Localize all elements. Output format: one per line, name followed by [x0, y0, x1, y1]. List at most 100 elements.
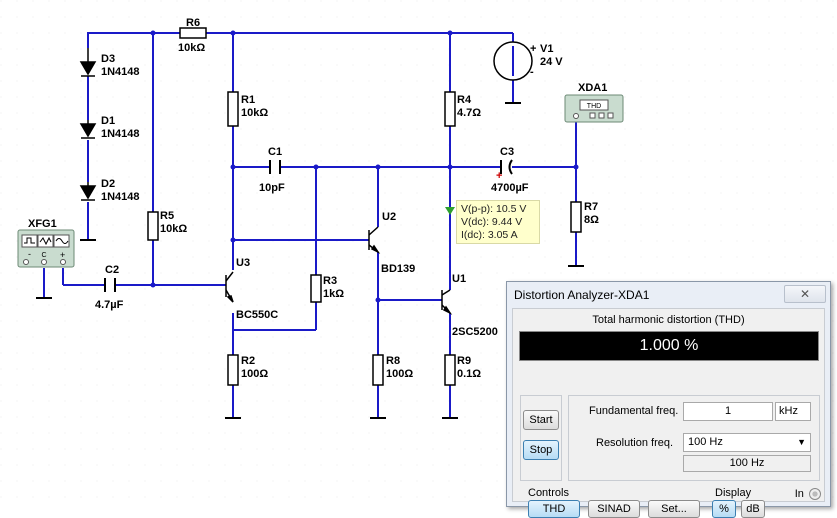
input-indicator-label: In: [794, 487, 804, 500]
c3-value: 4700µF: [491, 182, 529, 194]
resistor-bodies: [147, 27, 582, 386]
resolution-freq-readout: 100 Hz: [683, 455, 811, 472]
r3-value: 1kΩ: [323, 288, 344, 300]
d1-ref: D1: [101, 115, 115, 127]
v1-ref: V1: [540, 43, 553, 55]
d3-ref: D3: [101, 53, 115, 65]
u3-value: BC550C: [236, 309, 278, 321]
distortion-analyzer-instrument[interactable]: [564, 94, 624, 123]
c2-ref: C2: [105, 264, 119, 276]
r7-body: [570, 201, 582, 233]
sinad-button[interactable]: SINAD: [588, 500, 640, 518]
c3-ref: C3: [500, 146, 514, 158]
r1-ref: R1: [241, 94, 255, 106]
start-button[interactable]: Start: [523, 410, 559, 430]
c1-ref: C1: [268, 146, 282, 158]
fundamental-freq-unit[interactable]: kHz: [775, 402, 811, 421]
voltage-source-symbol: [493, 41, 533, 81]
distortion-analyzer-window: Distortion Analyzer-XDA1 ✕ Total harmoni…: [506, 281, 831, 518]
xfg1-plus-terminal: +: [60, 250, 65, 260]
u2-ref: U2: [382, 211, 396, 223]
capacitor-symbols: [104, 159, 513, 292]
thd-display: 1.000 %: [519, 331, 819, 361]
c3-plus: +: [496, 170, 502, 182]
input-indicator: In: [795, 488, 821, 500]
xda1-ref: XDA1: [578, 82, 607, 94]
diode-symbols: [79, 48, 97, 201]
r6-value: 10kΩ: [178, 42, 205, 54]
r5-value: 10kΩ: [160, 223, 187, 235]
r9-body: [444, 354, 456, 386]
probe-vpp: V(p-p): 10.5 V: [461, 203, 527, 215]
v1-value: 24 V: [540, 56, 563, 68]
u1-ref: U1: [452, 273, 466, 285]
thd-heading: Total harmonic distortion (THD): [592, 314, 745, 326]
set-button[interactable]: Set...: [648, 500, 700, 518]
function-generator-instrument[interactable]: [17, 229, 75, 268]
run-controls-group: [520, 395, 562, 481]
r5-ref: R5: [160, 210, 174, 222]
r2-value: 100Ω: [241, 368, 268, 380]
r9-value: 0.1Ω: [457, 368, 481, 380]
xfg1-ref: XFG1: [28, 218, 57, 230]
stop-button[interactable]: Stop: [523, 440, 559, 460]
u1-value: 2SC5200: [452, 326, 498, 338]
probe-readout: V(p-p): 10.5 V V(dc): 9.44 V I(dc): 3.05…: [456, 200, 540, 244]
r2-ref: R2: [241, 355, 255, 367]
analyzer-panel: Total harmonic distortion (THD) 1.000 % …: [512, 308, 825, 518]
v1-plus: +: [530, 43, 536, 55]
r5-body: [147, 211, 159, 241]
r4-value: 4.7Ω: [457, 107, 481, 119]
ground-symbols: [36, 102, 584, 419]
d3-value: 1N4148: [101, 66, 140, 78]
r4-body: [444, 91, 456, 127]
xfg1-minus-terminal: -: [28, 249, 31, 259]
probe-idc: I(dc): 3.05 A: [461, 229, 518, 241]
close-button[interactable]: ✕: [784, 285, 826, 303]
r9-ref: R9: [457, 355, 471, 367]
db-button[interactable]: dB: [741, 500, 765, 518]
r2-body: [227, 354, 239, 386]
xda1-device-label: THD: [587, 103, 601, 110]
resolution-freq-selected: 100 Hz: [688, 436, 723, 448]
r3-body: [310, 274, 322, 303]
r7-value: 8Ω: [584, 214, 599, 226]
resolution-freq-select[interactable]: 100 Hz ▼: [683, 433, 811, 452]
thd-button[interactable]: THD: [528, 500, 580, 518]
transistor-symbols: [222, 226, 453, 315]
r1-value: 10kΩ: [241, 107, 268, 119]
probe-vdc: V(dc): 9.44 V: [461, 216, 523, 228]
u2-value: BD139: [381, 263, 415, 275]
c1-value: 10pF: [259, 182, 285, 194]
input-terminal-icon[interactable]: [809, 488, 821, 500]
r8-ref: R8: [386, 355, 400, 367]
r8-value: 100Ω: [386, 368, 413, 380]
window-title: Distortion Analyzer-XDA1: [514, 288, 650, 302]
probe-marker-icon[interactable]: [445, 207, 455, 215]
percent-button[interactable]: %: [712, 500, 736, 518]
r1-body: [227, 91, 239, 127]
r6-ref: R6: [186, 17, 200, 29]
r8-body: [372, 354, 384, 386]
d2-value: 1N4148: [101, 191, 140, 203]
r7-ref: R7: [584, 201, 598, 213]
frequency-settings-group: [568, 395, 820, 481]
d2-ref: D2: [101, 178, 115, 190]
display-label: Display: [715, 487, 752, 499]
r4-ref: R4: [457, 94, 472, 106]
u3-ref: U3: [236, 257, 250, 269]
fundamental-freq-input[interactable]: 1: [683, 402, 773, 421]
d1-value: 1N4148: [101, 128, 140, 140]
r6-body: [179, 27, 207, 39]
r3-ref: R3: [323, 275, 337, 287]
fundamental-freq-label: Fundamental freq.: [589, 405, 679, 417]
controls-label: Controls: [528, 487, 569, 499]
junctions: [150, 30, 579, 303]
c2-value: 4.7µF: [95, 299, 124, 311]
chevron-down-icon: ▼: [797, 437, 806, 447]
xfg1-com-terminal: C: [41, 252, 46, 259]
close-icon: ✕: [799, 287, 811, 301]
resolution-freq-label: Resolution freq.: [596, 437, 674, 449]
v1-minus: -: [530, 66, 534, 78]
